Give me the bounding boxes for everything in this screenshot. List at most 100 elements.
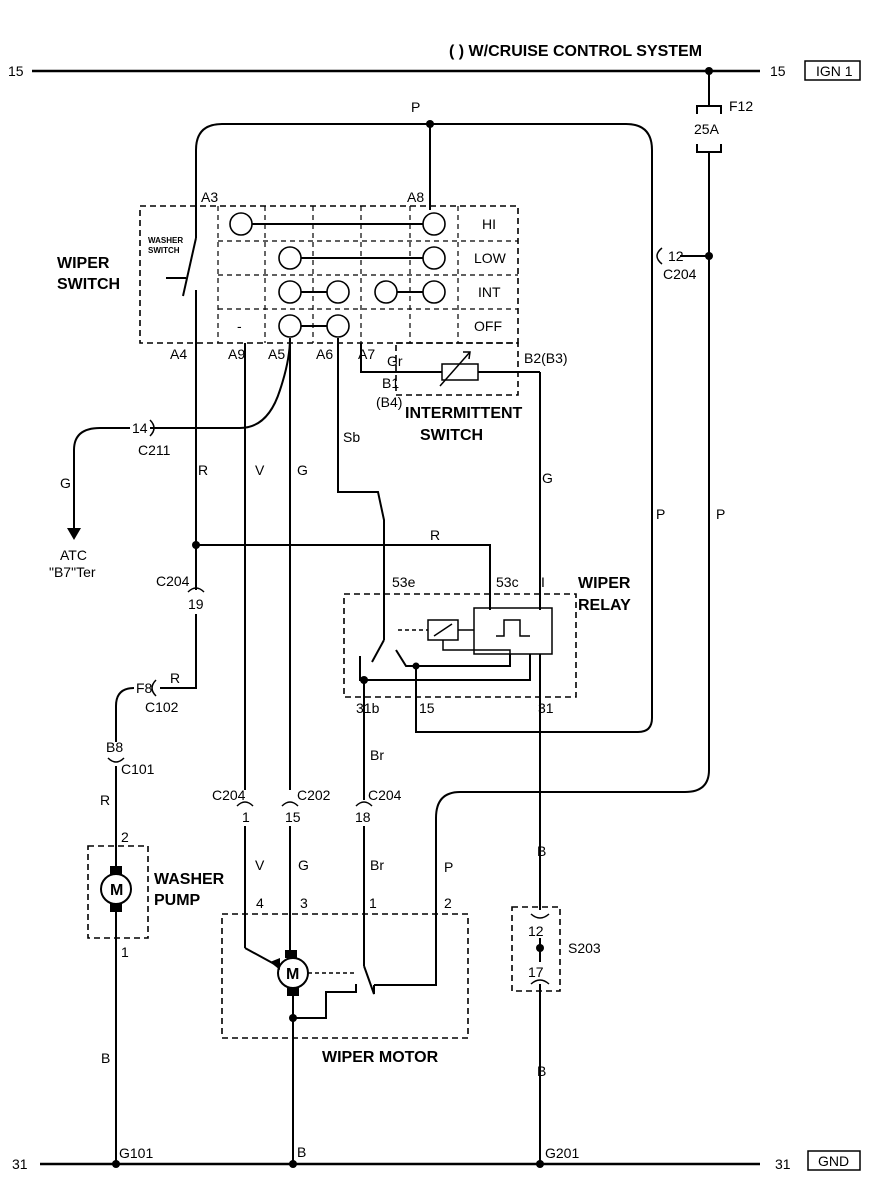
diagram-title: ( ) W/CRUISE CONTROL SYSTEM [449,43,702,60]
wire-color-r-c101: R [100,792,110,808]
pin-a4: A4 [170,346,187,362]
wiper-motor-letter: M [286,966,299,983]
relay-pin-53e: 53e [392,574,416,590]
wire-color-r1: R [198,462,208,478]
pin-a7: A7 [358,346,375,362]
bottom-right-number: 31 [775,1156,791,1172]
bottom-left-number: 31 [12,1156,28,1172]
wire-color-g-int: G [542,470,553,486]
wiper-relay-box [343,593,577,698]
atc-label-1: ATC [60,547,87,563]
s203-pin-bottom: 17 [528,964,544,980]
int-contact-3 [374,280,398,304]
pin-a6: A6 [316,346,333,362]
wiper-relay-title-1: WIPER [578,575,631,592]
low-contact-2 [422,246,446,270]
pump-motor-letter: M [110,882,123,899]
c102-pin: F8 [136,680,153,696]
c202-pin: 15 [285,809,301,825]
top-right-number: 15 [770,63,786,79]
c204-18-connector [355,801,373,807]
r-relay-wire [196,544,491,610]
c204-18-name: C204 [368,787,402,803]
wire-color-b-s203: B [537,843,546,859]
c102-name: C102 [145,699,179,715]
pos-low: LOW [474,250,507,266]
motor-bottom-cap [287,988,299,996]
pin-b4: (B4) [376,394,402,410]
wiper-switch-title-2: SWITCH [57,276,120,293]
c204-19-connector [187,587,205,593]
washer-pump-title-2: PUMP [154,892,201,909]
fuse-top-cap [696,105,722,114]
pump-top-cap [110,866,122,874]
s203-pin-top: 12 [528,923,544,939]
pump-pin-bottom: 1 [121,944,129,960]
int-contact-1 [278,280,302,304]
pin-b2: B2(B3) [524,350,568,366]
wire-color-b-s203-low: B [537,1063,546,1079]
g201-label: G201 [545,1145,579,1161]
relay-pulse-symbol [496,619,530,637]
gr-wire [360,343,442,373]
pump-bottom-cap [110,904,122,912]
relay-coil-diagonal [433,623,453,637]
wire-color-br1: Br [370,747,384,763]
wire-color-br2: Br [370,857,384,873]
c204-19-name: C204 [156,573,190,589]
g101-junction [112,1160,120,1168]
pos-off: OFF [474,318,502,334]
wire-color-g-atc: G [60,475,71,491]
wire-color-p-top: P [411,99,420,115]
c101-feed [115,687,135,742]
relay-contact-blade [371,639,385,663]
intermittent-title-2: SWITCH [420,427,483,444]
wiper-relay-title-2: RELAY [578,597,631,614]
motor-park-switch [363,965,375,995]
wire-color-p-motor: P [444,859,453,875]
gnd-badge: GND [818,1153,849,1169]
g101-label: G101 [119,1145,153,1161]
intermittent-arrowhead [463,351,471,360]
relay-contact-no [395,649,511,667]
c204-19-pin: 19 [188,596,204,612]
c101-connector [107,757,125,763]
motor-park-ground-path [293,984,357,1019]
s203-bottom-connector [530,979,550,985]
c204-1-name: C204 [212,787,246,803]
sb-wire [337,338,385,640]
relay-pin-53c: 53c [496,574,519,590]
pos-int: INT [478,284,501,300]
s203-junction [536,944,544,952]
wire-color-p-right1: P [656,506,665,522]
washer-pump-title-1: WASHER [154,871,225,888]
washer-switch-label-2: SWITCH [148,246,180,255]
motor-v-brush-head [270,958,280,970]
c211-wire [150,337,291,429]
relay-15-feed [415,256,653,733]
c101-pin: B8 [106,739,123,755]
pin-a8: A8 [407,189,424,205]
wire-color-p-right2: P [716,506,725,522]
off-dash: - [237,318,242,334]
relay-pin-i: I [541,574,545,590]
off-contact-2 [326,314,350,338]
p-feed-loop [195,123,653,256]
wire-color-sb: Sb [343,429,360,445]
intermittent-switch-box [395,342,519,396]
wire-color-g1: G [297,462,308,478]
relay-timer-module [473,607,553,655]
c211-name: C211 [138,442,171,458]
relay-coil-return [442,640,511,654]
wire-color-v2: V [255,857,265,873]
wire-color-v1: V [255,462,265,478]
wiper-motor-box [221,913,469,1039]
c204-12-connector [656,247,663,265]
wire-color-b-pump: B [101,1050,110,1066]
pin-a3: A3 [201,189,218,205]
intermittent-variable-arrow [439,351,471,387]
relay-pin-31b: 31b [356,700,380,716]
c211-connector [149,419,155,437]
pin-a9: A9 [228,346,245,362]
